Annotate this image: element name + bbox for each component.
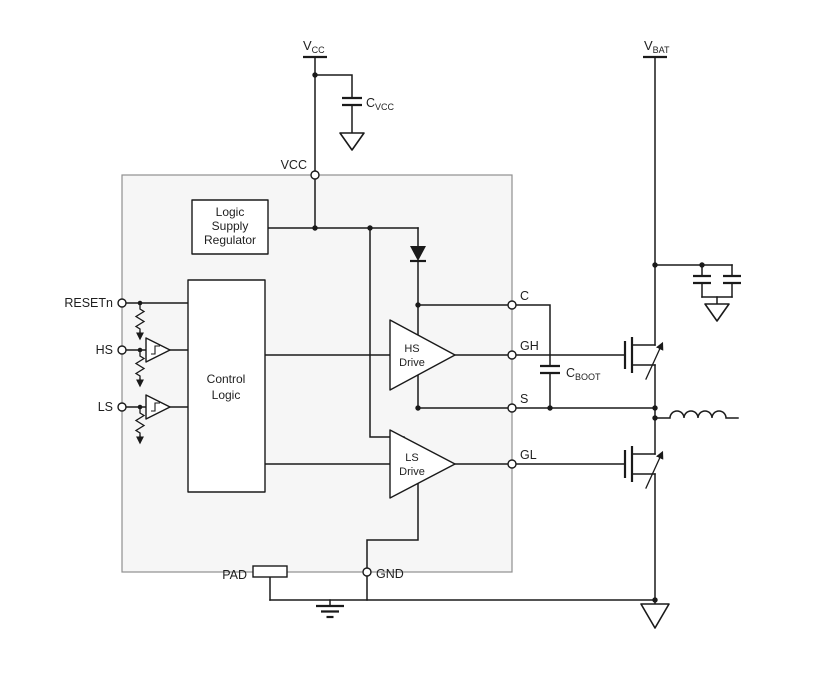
ground-symbol-power [640,603,670,629]
cboot-label: CBOOT [566,366,601,382]
ground-symbol-ic [316,599,344,619]
s-pin-label: S [520,392,528,406]
regulator-label-line2: Supply [212,219,249,233]
bootstrap-diode [410,246,426,263]
labels: VCC VBAT CVCC CBOOT VCC RESETn HS LS C G… [64,38,670,582]
pin-circles [117,170,517,577]
junction-dots [137,72,705,603]
low-side-mosfet [623,446,664,489]
pulldown-resistor-ls [134,406,146,445]
body-diode-arrow [645,341,664,380]
gnd-pin-label: GND [376,567,404,581]
hs-drive-buffer: HS Drive [389,319,456,391]
gh-pin-label: GH [520,339,539,353]
hs-pin [117,345,127,355]
ic-boundary [121,174,513,573]
bulk-capacitor-2 [723,274,741,285]
logic-supply-regulator-block: Logic Supply Regulator [191,199,269,255]
gl-pin-label: GL [520,448,537,462]
resetn-pin [117,298,127,308]
control-logic-label-line1: Control [207,372,246,386]
gl-pin [507,459,517,469]
c-pin [507,300,517,310]
control-logic-label-line2: Logic [212,388,241,402]
gnd-pin [362,567,372,577]
hs-pin-label: HS [96,343,113,357]
schmitt-trigger-ls [145,394,171,420]
bulk-capacitor-1 [693,274,711,285]
cboot-capacitor [540,364,560,375]
ground-symbol-cvcc [339,132,365,151]
resetn-pin-label: RESETn [64,296,113,310]
s-pin [507,403,517,413]
vbat-supply-label: VBAT [644,38,670,55]
cvcc-label: CVCC [366,96,395,112]
gh-pin [507,350,517,360]
vcc-supply-label: VCC [303,38,325,55]
vcc-pin [310,170,320,180]
hs-drive-label-line2: Drive [399,357,425,369]
pad-terminal [252,565,288,578]
cvcc-capacitor [342,96,362,107]
control-logic-block: Control Logic [187,279,266,493]
ls-pin [117,402,127,412]
high-side-mosfet [623,337,664,380]
ls-drive-label-line1: LS [405,452,418,464]
ls-drive-buffer: LS Drive [389,429,456,499]
regulator-label-line3: Regulator [204,233,256,247]
regulator-label-line1: Logic [216,205,245,219]
pulldown-resistor-hs [134,349,146,388]
ground-symbol-bulk [704,303,730,322]
hs-drive-label-line1: HS [404,343,419,355]
ls-pin-label: LS [98,400,113,414]
c-pin-label: C [520,289,529,303]
body-diode-arrow [645,450,664,489]
schmitt-trigger-hs [145,337,171,363]
pulldown-resistor-resetn [134,302,146,341]
ls-drive-label-line2: Drive [399,466,425,478]
pad-label: PAD [222,568,247,582]
vcc-pin-label: VCC [281,158,307,172]
inductor [654,410,739,419]
